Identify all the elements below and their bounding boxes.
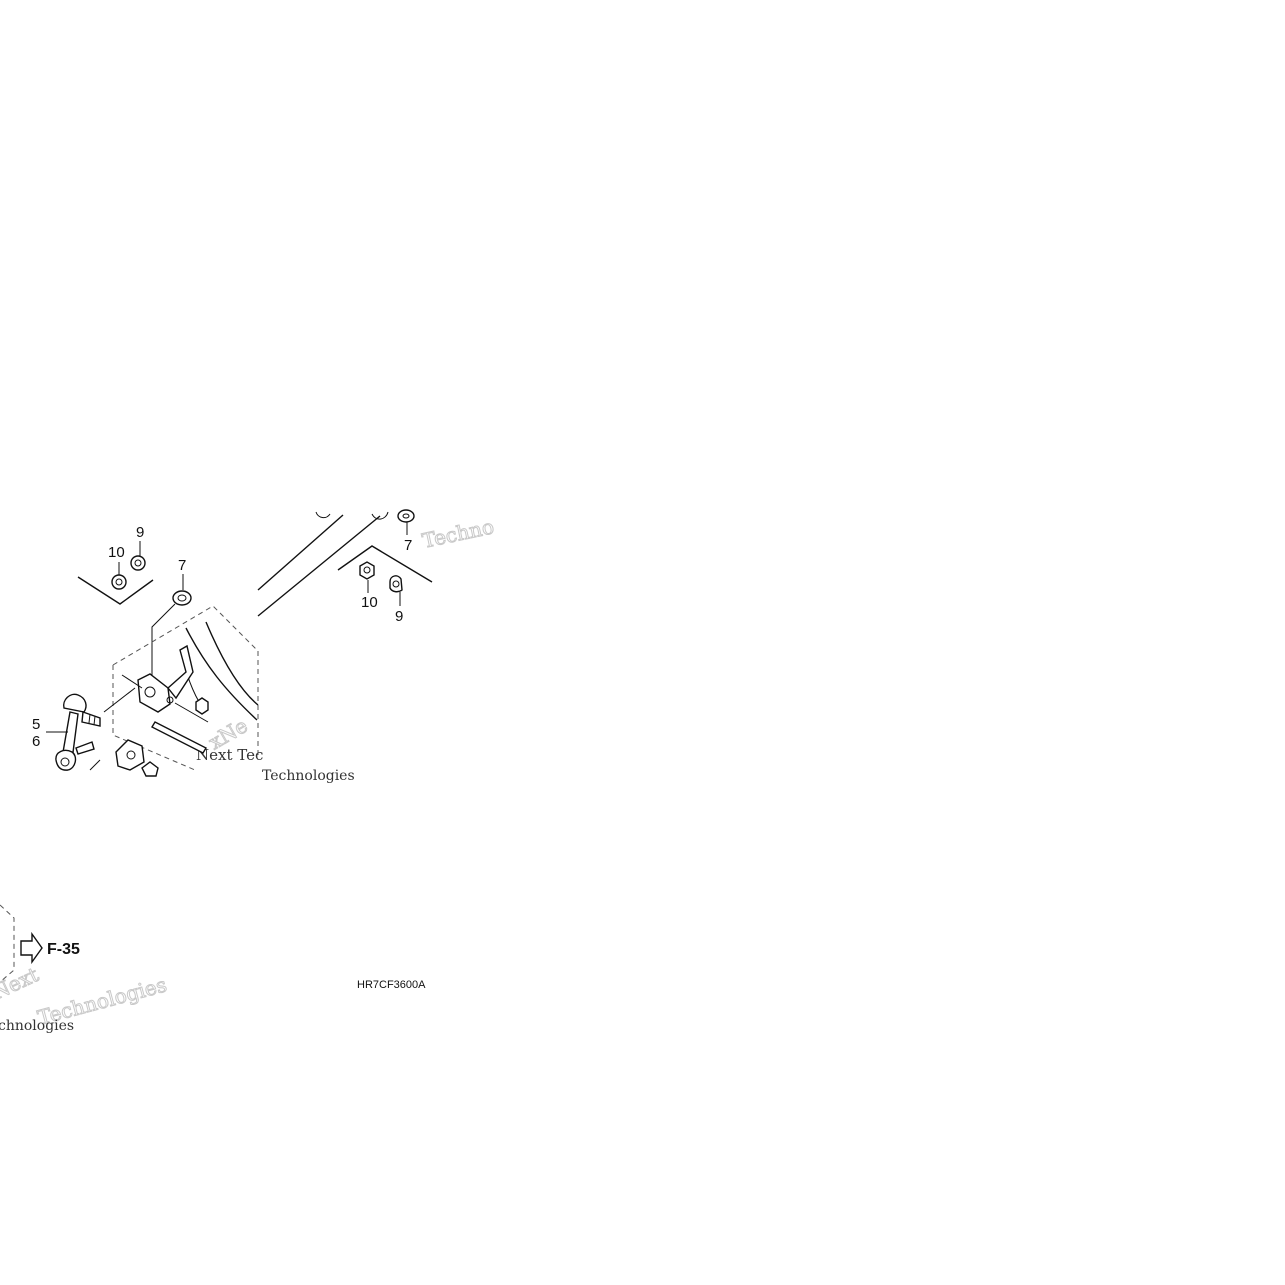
watermark-text: chnologies	[0, 1018, 74, 1034]
callout-7: 7	[178, 557, 186, 574]
callout-9: 9	[395, 608, 403, 625]
callout-5: 5	[32, 716, 40, 733]
nut-group-left	[77, 541, 154, 605]
dashed-frame	[0, 904, 15, 983]
dashed-frame	[112, 605, 259, 771]
nut-group-right	[337, 545, 433, 606]
panel-arc	[185, 627, 258, 721]
ball-joint-link	[46, 687, 136, 771]
watermark-text: Next Tec	[196, 746, 263, 764]
grommet-7-left	[151, 574, 192, 690]
callout-6: 6	[32, 733, 40, 750]
watermark-text: Technologies	[262, 768, 355, 784]
reference-label: F-35	[47, 941, 80, 958]
grommet-7-right	[397, 509, 415, 535]
panel-arc	[205, 621, 259, 706]
bushing	[89, 739, 159, 777]
frame-member	[371, 511, 389, 520]
nut	[195, 697, 209, 715]
frame-member	[257, 515, 381, 617]
watermark-text: Techno	[420, 514, 496, 553]
drawing-code: HR7CF3600A	[357, 979, 426, 991]
reference-arrow	[20, 931, 43, 965]
frame-member	[257, 514, 344, 591]
watermark-text: Next	[0, 962, 42, 1004]
callout-7: 7	[404, 537, 412, 554]
callout-10: 10	[361, 594, 378, 611]
stabilizer-bracket	[121, 644, 209, 723]
frame-member	[315, 511, 331, 519]
callout-10: 10	[108, 544, 125, 561]
stabilizer-rod	[151, 721, 207, 754]
callout-9: 9	[136, 524, 144, 541]
